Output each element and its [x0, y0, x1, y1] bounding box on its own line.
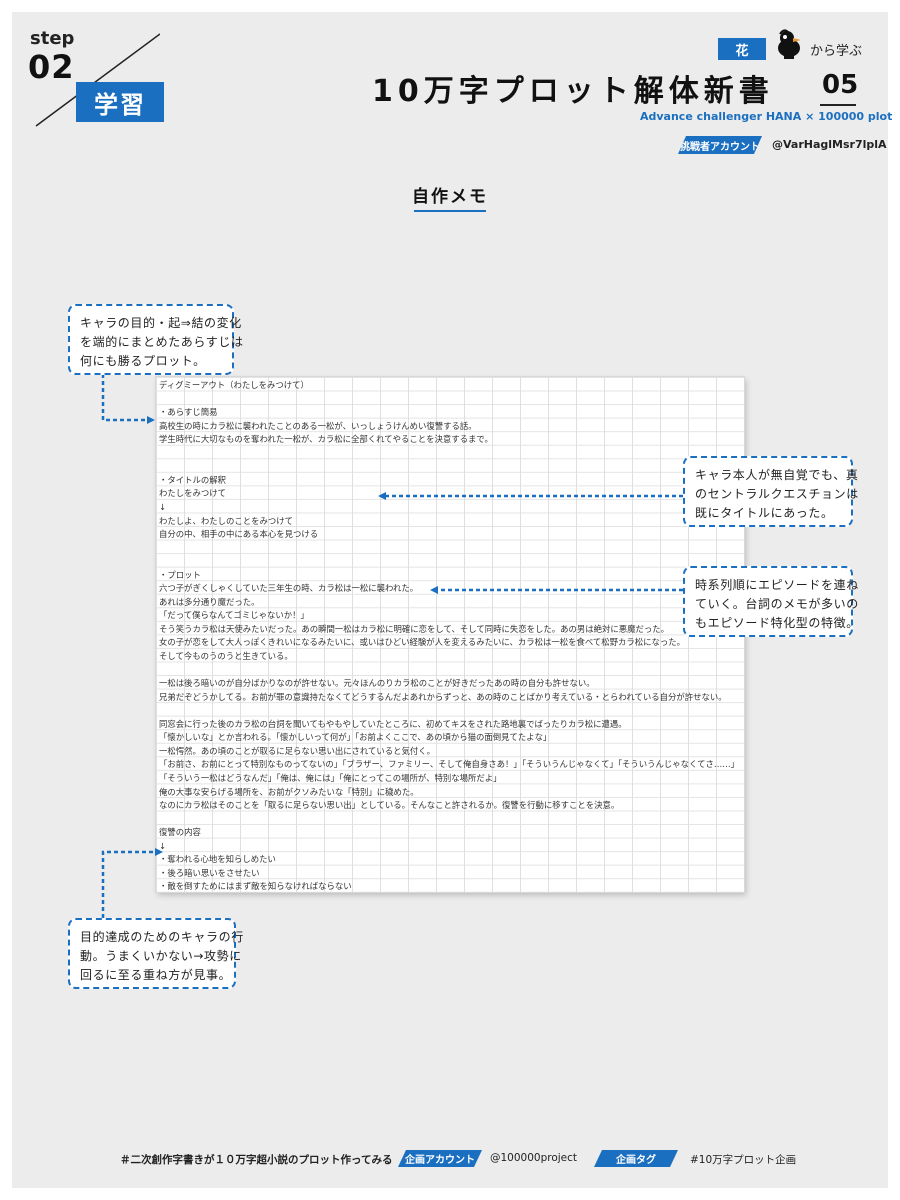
sheet-row: ・奪われる心地を知らしめたい — [159, 854, 276, 865]
sheet-row: ディグミーアウト（わたしをみつけて） — [159, 380, 309, 390]
section-label: 学習 — [76, 82, 164, 122]
callout-revenge-line: 回るに至る重ね方が見事。 — [80, 968, 232, 982]
sheet-row: わたしよ、わたしのことをみつけて — [159, 515, 293, 526]
volume-number: 05 — [822, 70, 859, 100]
project-tag-value[interactable]: #10万字プロット企画 — [690, 1154, 797, 1166]
sheet-row: ↓ — [159, 840, 167, 851]
page-subtitle: Advance challenger HANA × 100000 plot — [640, 110, 893, 123]
callout-synopsis: キャラの目的・起⇒結の変化 を端的にまとめたあらすじは 何にも勝るプロット。 — [68, 304, 244, 375]
callout-title-line: のセントラルクエスチョンは — [695, 487, 859, 501]
sheet-row: 同窓会に行った後のカラ松の台詞を聞いてもやもやしていたところに、初めてキスをされ… — [159, 718, 627, 729]
sheet-row: 一松は後ろ暗いのが自分ばかりなのが許せない。元々ほんのりカラ松のことが好きだった… — [159, 678, 595, 689]
callout-revenge-line: 目的達成のためのキャラの行 — [80, 930, 244, 944]
crow-mascot-icon — [778, 29, 801, 59]
sheet-row: 「お前さ、お前にとって特別なものってないの」「ブラザー、ファミリー、そして俺自身… — [159, 759, 740, 770]
sheet-row: 復讐の内容 — [159, 827, 201, 838]
callout-plot-line: もエピソード特化型の特徴。 — [695, 616, 859, 630]
sheet-row: あれは多分通り魔だった。 — [159, 596, 260, 607]
callout-revenge: 目的達成のためのキャラの行 動。うまくいかない→攻勢に 回るに至る重ね方が見事。 — [68, 918, 244, 989]
memo-heading-underline — [414, 210, 486, 212]
callout-synopsis-line: 何にも勝るプロット。 — [80, 354, 206, 368]
sheet-row: 「だって僕らなんてゴミじゃないか！」 — [159, 610, 309, 621]
sheet-row: わたしをみつけて — [159, 488, 226, 499]
sheet-row: ・タイトルの解釈 — [159, 474, 226, 485]
page-title: 10万字プロット解体新書 — [372, 74, 774, 109]
diagonal-divider — [35, 33, 160, 127]
sheet-row: 俺の大事な安らげる場所を、お前がクソみたいな「特別」に穢めた。 — [159, 786, 419, 797]
challenger-account-badge: 挑戦者アカウント — [678, 136, 762, 154]
sheet-row: ↓ — [159, 501, 167, 512]
memo-heading: 自作メモ — [412, 187, 488, 207]
sheet-row: 「そういう一松はどうなんだ」「俺は、俺には」「俺にとってこの場所が、特別な場所だ… — [159, 772, 502, 783]
learn-from-text: から学ぶ — [810, 44, 863, 59]
footer-hashtag-text: ＃二次創作字書きが１０万字超小説のプロット作ってみる — [120, 1154, 393, 1166]
callout-synopsis-line: を端的にまとめたあらすじは — [80, 335, 244, 349]
callout-plot: 時系列順にエピソードを連ね ていく。台詞のメモが多いの もエピソード特化型の特徴… — [683, 566, 859, 637]
sheet-row: 高校生の時にカラ松に襲われたことのある一松が、いっしょうけんめい復讐する話。 — [159, 420, 477, 431]
sheet-row: 学生時代に大切なものを奪われた一松が、カラ松に全部くれてやることを決意するまで。 — [159, 434, 493, 445]
sheet-row: 六つ子がぎくしゃくしていた三年生の時、カラ松は一松に襲われた。 — [159, 583, 419, 594]
sheet-row: 自分の中、相手の中にある本心を見つける — [159, 529, 319, 540]
sheet-row: ・敵を倒すためにはまず敵を知らなければならない — [159, 881, 352, 892]
project-account-handle[interactable]: @100000project — [490, 1152, 578, 1164]
callout-plot-line: 時系列順にエピソードを連ね — [695, 578, 859, 592]
callout-title: キャラ本人が無自覚でも、真 のセントラルクエスチョンは 既にタイトルにあった。 — [683, 456, 859, 527]
project-tag-badge: 企画タグ — [594, 1150, 678, 1167]
sheet-row: ・プロット — [159, 569, 201, 580]
challenger-account-handle[interactable]: @VarHaglMsr7lplA — [772, 138, 887, 151]
sheet-row: そう笑うカラ松は天使みたいだった。あの瞬間一松はカラ松に明確に恋をして、そして同… — [159, 623, 669, 634]
volume-underline — [820, 104, 856, 106]
callout-title-line: キャラ本人が無自覚でも、真 — [695, 468, 859, 482]
sheet-row: 「懐かしいな」とか言われる。「懐かしいって何が」「お前よくここで、あの頃から猫の… — [159, 732, 552, 743]
sheet-row: そして今ものうのうと生きている。 — [159, 651, 293, 661]
step-number: 02 — [28, 48, 75, 86]
callout-synopsis-line: キャラの目的・起⇒結の変化 — [80, 316, 242, 330]
callout-revenge-line: 動。うまくいかない→攻勢に — [80, 949, 242, 963]
sheet-row: 一松愕然。あの頃のことが取るに足らない思い出にされていると気付く。 — [159, 745, 435, 756]
step-label: step — [30, 28, 75, 49]
sheet-row: 女の子が恋をして大人っぽくきれいになるみたいに、或いはひどい経験が人を変えるみた… — [159, 637, 686, 648]
project-account-badge: 企画アカウント — [398, 1150, 482, 1167]
sheet-row: 兄弟だぞどうかしてる。お前が罪の意識持たなくてどうするんだよあれからずっと、あの… — [159, 691, 727, 702]
callout-title-line: 既にタイトルにあった。 — [695, 506, 834, 520]
memo-spreadsheet: ディグミーアウト（わたしをみつけて） ・あらすじ簡易高校生の時にカラ松に襲われたこ… — [156, 377, 744, 892]
callout-plot-line: ていく。台詞のメモが多いの — [695, 597, 859, 611]
sheet-row: ・あらすじ簡易 — [159, 407, 218, 418]
sheet-row: なのにカラ松はそのことを「取るに足らない思い出」としている。そんなこと許されるか… — [159, 800, 620, 811]
author-badge: 花 — [718, 38, 766, 60]
sheet-row: ・後ろ暗い思いをさせたい — [159, 867, 260, 878]
